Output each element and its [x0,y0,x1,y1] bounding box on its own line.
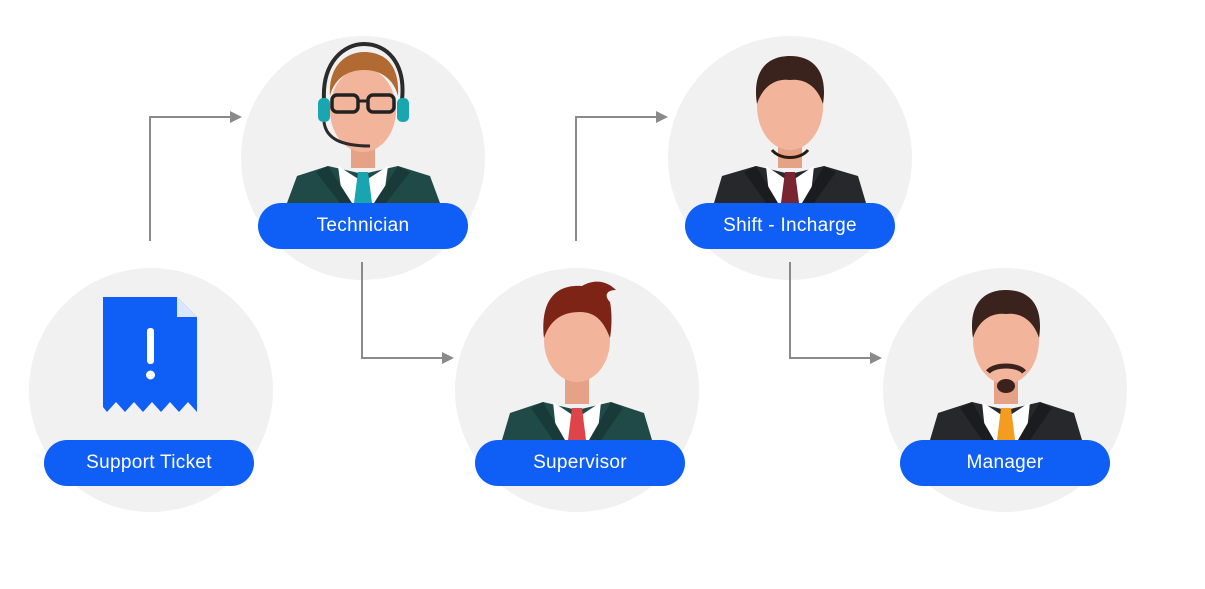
label-shift-incharge: Shift - Incharge [685,203,895,249]
label-manager: Manager [900,440,1110,486]
label-supervisor: Supervisor [475,440,685,486]
label-support-ticket: Support Ticket [44,440,254,486]
connector-ticket-to-technician [149,111,242,241]
label-technician: Technician [258,203,468,249]
connector-technician-to-supervisor [361,262,454,364]
connector-supervisor-to-shift [575,111,668,241]
manager-avatar [930,290,1082,440]
connector-shift-to-manager [789,262,882,364]
ticket-alert-icon [103,297,197,412]
supervisor-avatar [502,281,652,440]
shift-incharge-avatar [714,56,866,203]
connectors [149,111,882,364]
technician-headset-avatar [287,41,440,203]
